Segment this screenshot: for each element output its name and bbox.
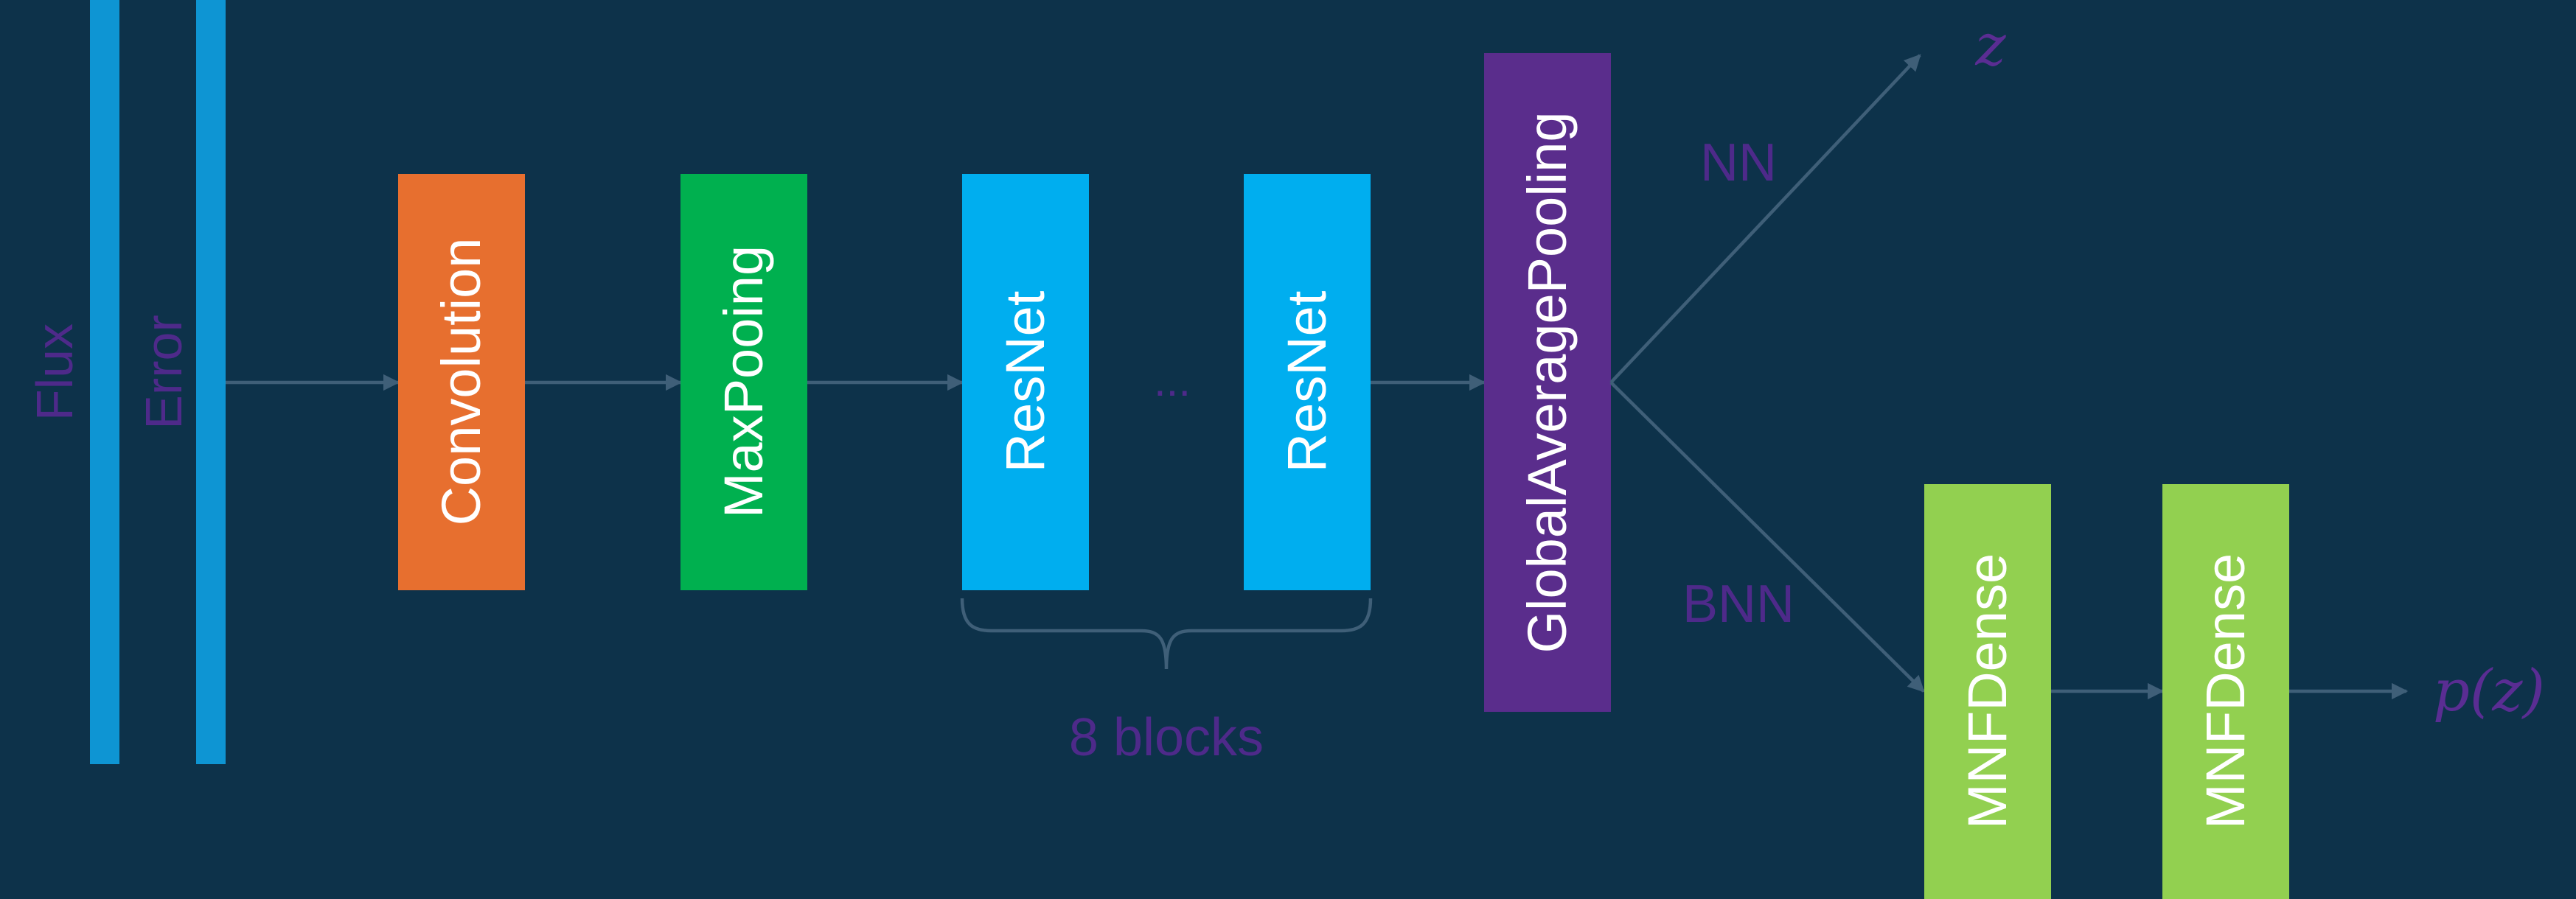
convolution-label: Convolution (431, 238, 492, 526)
resnet-brace (960, 598, 1373, 670)
resnet-block-first (962, 174, 1089, 590)
mnfdense-block-2 (2162, 484, 2289, 899)
mnfdense-2-label: MNFDense (2195, 553, 2256, 829)
pz-output-label: p(z) (2433, 658, 2545, 724)
resnet-first-label: ResNet (995, 290, 1056, 472)
convolution-block (398, 174, 525, 590)
global-average-pooling-block (1484, 53, 1611, 712)
global-average-pooling-label: GlobalAveragePooling (1517, 111, 1578, 653)
maxpooling-block (680, 174, 807, 590)
mnfdense-1-label: MNFDense (1957, 553, 2018, 829)
flux-label: Flux (26, 323, 83, 421)
maxpooling-label: MaxPooing (713, 245, 774, 518)
nn-label: NN (1700, 133, 1777, 192)
bnn-label: BNN (1682, 575, 1795, 634)
resnet-ellipsis: ... (1154, 356, 1191, 405)
brace-label: 8 blocks (1069, 708, 1264, 767)
error-label: Error (135, 315, 192, 430)
arrow-bnn-branch (1609, 381, 1925, 693)
mnfdense-block-1 (1924, 484, 2051, 899)
resnet-block-last (1244, 174, 1371, 590)
arrow-nn-branch (1609, 54, 1921, 384)
z-output-label: z (1974, 13, 2006, 79)
error-input-bar (196, 0, 226, 764)
flux-input-bar (90, 0, 119, 764)
resnet-last-label: ResNet (1276, 290, 1337, 472)
